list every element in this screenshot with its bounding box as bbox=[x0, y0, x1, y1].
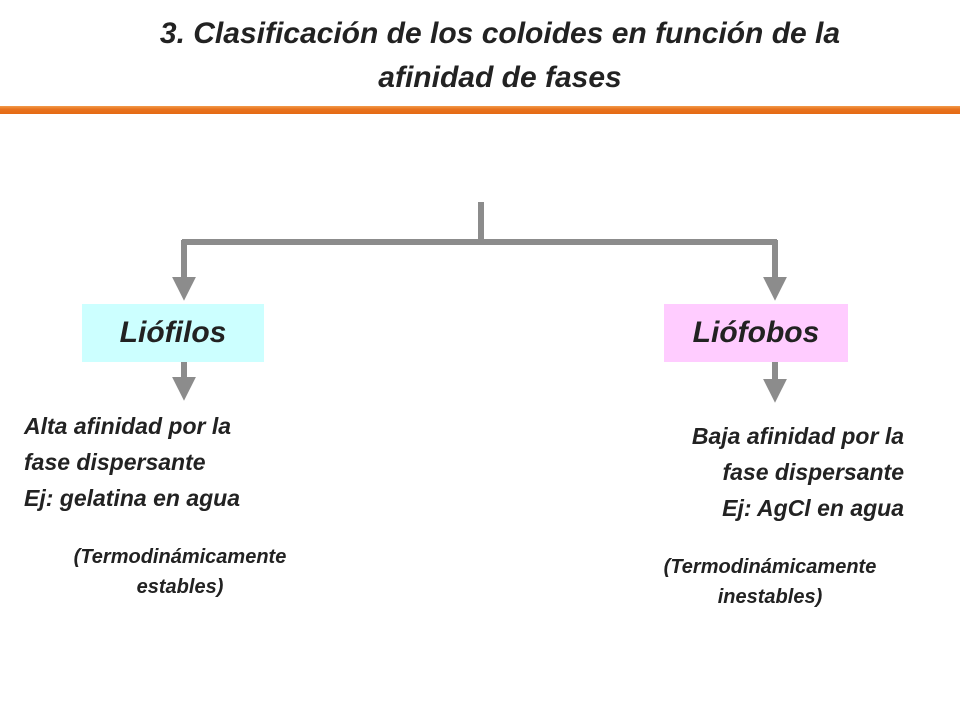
liofobos-stability-note: (Termodinámicamente inestables) bbox=[620, 552, 920, 612]
liofobos-description-line: Ej: AgCl en agua bbox=[722, 495, 904, 521]
liofobos-note-line: (Termodinámicamente bbox=[663, 556, 877, 578]
liofilos-box: Liófilos bbox=[82, 304, 264, 362]
liofilos-description-line: Ej: gelatina en agua bbox=[24, 485, 240, 511]
liofilos-label: Liófilos bbox=[119, 316, 227, 349]
liofobos-description-line: fase dispersante bbox=[722, 459, 904, 485]
liofilos-note-line: estables) bbox=[136, 576, 224, 598]
liofilos-note-line: (Termodinámicamente bbox=[73, 546, 287, 568]
liofilos-stability-note: (Termodinámicamente estables) bbox=[30, 542, 330, 602]
liofobos-description-line: Baja afinidad por la bbox=[691, 423, 904, 449]
liofobos-label: Liófobos bbox=[692, 316, 820, 349]
page-title: 3. Clasificación de los coloides en func… bbox=[60, 12, 940, 100]
page-title-line-1: 3. Clasificación de los coloides en func… bbox=[159, 17, 841, 50]
liofobos-box: Liófobos bbox=[664, 304, 848, 362]
title-underline bbox=[0, 106, 960, 114]
liofilos-description: Alta afinidad por la fase dispersante Ej… bbox=[24, 408, 240, 516]
liofobos-description: Baja afinidad por la fase dispersante Ej… bbox=[606, 418, 904, 526]
page-title-line-2: afinidad de fases bbox=[378, 61, 622, 94]
liofilos-description-line: fase dispersante bbox=[24, 449, 206, 475]
liofobos-note-line: inestables) bbox=[717, 586, 823, 608]
liofilos-description-line: Alta afinidad por la bbox=[24, 413, 232, 439]
